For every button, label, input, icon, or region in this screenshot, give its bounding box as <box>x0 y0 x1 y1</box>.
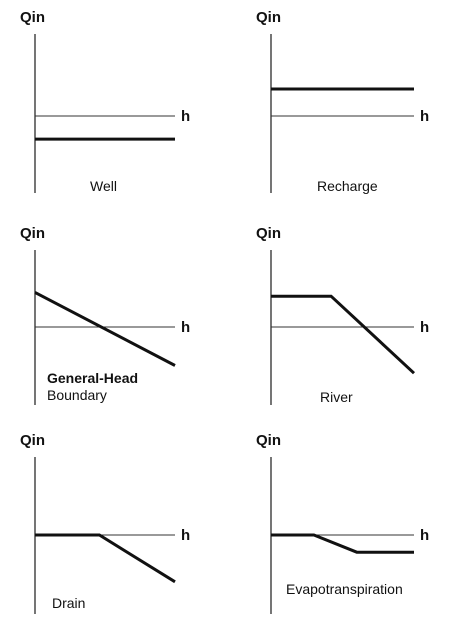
flux-curve <box>35 533 176 584</box>
y-axis-label: Qin <box>256 225 281 242</box>
panel-general-head-boundary: Qin h General-Head Boundary <box>20 225 190 405</box>
panel-title: River <box>320 389 353 405</box>
panel-title: Well <box>90 178 117 194</box>
panel-title: Recharge <box>317 178 378 194</box>
x-axis-label: h <box>420 319 429 336</box>
panel-title: Drain <box>52 595 85 611</box>
y-axis-label: Qin <box>256 9 281 26</box>
panel-title: Evapotranspiration <box>286 581 403 597</box>
y-axis-label: Qin <box>20 9 45 26</box>
x-axis-label: h <box>181 527 190 544</box>
panel-recharge: Qin h Recharge <box>256 9 429 194</box>
flux-curve <box>271 294 416 375</box>
x-axis-label: h <box>420 527 429 544</box>
flux-curve <box>271 533 414 554</box>
panel-title-line-1: General-Head <box>47 370 138 386</box>
x-axis-label: h <box>181 319 190 336</box>
panel-drain: Qin h Drain <box>20 432 190 614</box>
panel-title-line-2: Boundary <box>47 387 107 403</box>
y-axis-label: Qin <box>20 225 45 242</box>
x-axis-label: h <box>420 108 429 125</box>
panel-evapotranspiration: Qin h Evapotranspiration <box>256 432 429 614</box>
panel-well: Qin h Well <box>20 9 190 194</box>
panel-river: Qin h River <box>256 225 429 405</box>
y-axis-label: Qin <box>20 432 45 449</box>
x-axis-label: h <box>181 108 190 125</box>
flux-curve <box>34 291 176 367</box>
y-axis-label: Qin <box>256 432 281 449</box>
